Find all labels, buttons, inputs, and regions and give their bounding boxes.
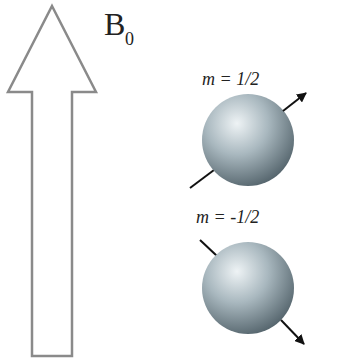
field-subscript: 0	[125, 30, 134, 48]
particle-sphere	[202, 242, 294, 334]
spin-vector	[281, 320, 304, 344]
particle-sphere	[202, 94, 294, 186]
spin-vector	[200, 240, 217, 256]
spin-quantum-number: m = 1/2	[202, 70, 259, 88]
spin-quantum-number: m = -1/2	[196, 208, 259, 226]
spin-vector	[190, 170, 214, 188]
field-symbol: B	[104, 8, 125, 40]
spin-vector	[283, 93, 306, 111]
field-arrow	[8, 6, 96, 356]
